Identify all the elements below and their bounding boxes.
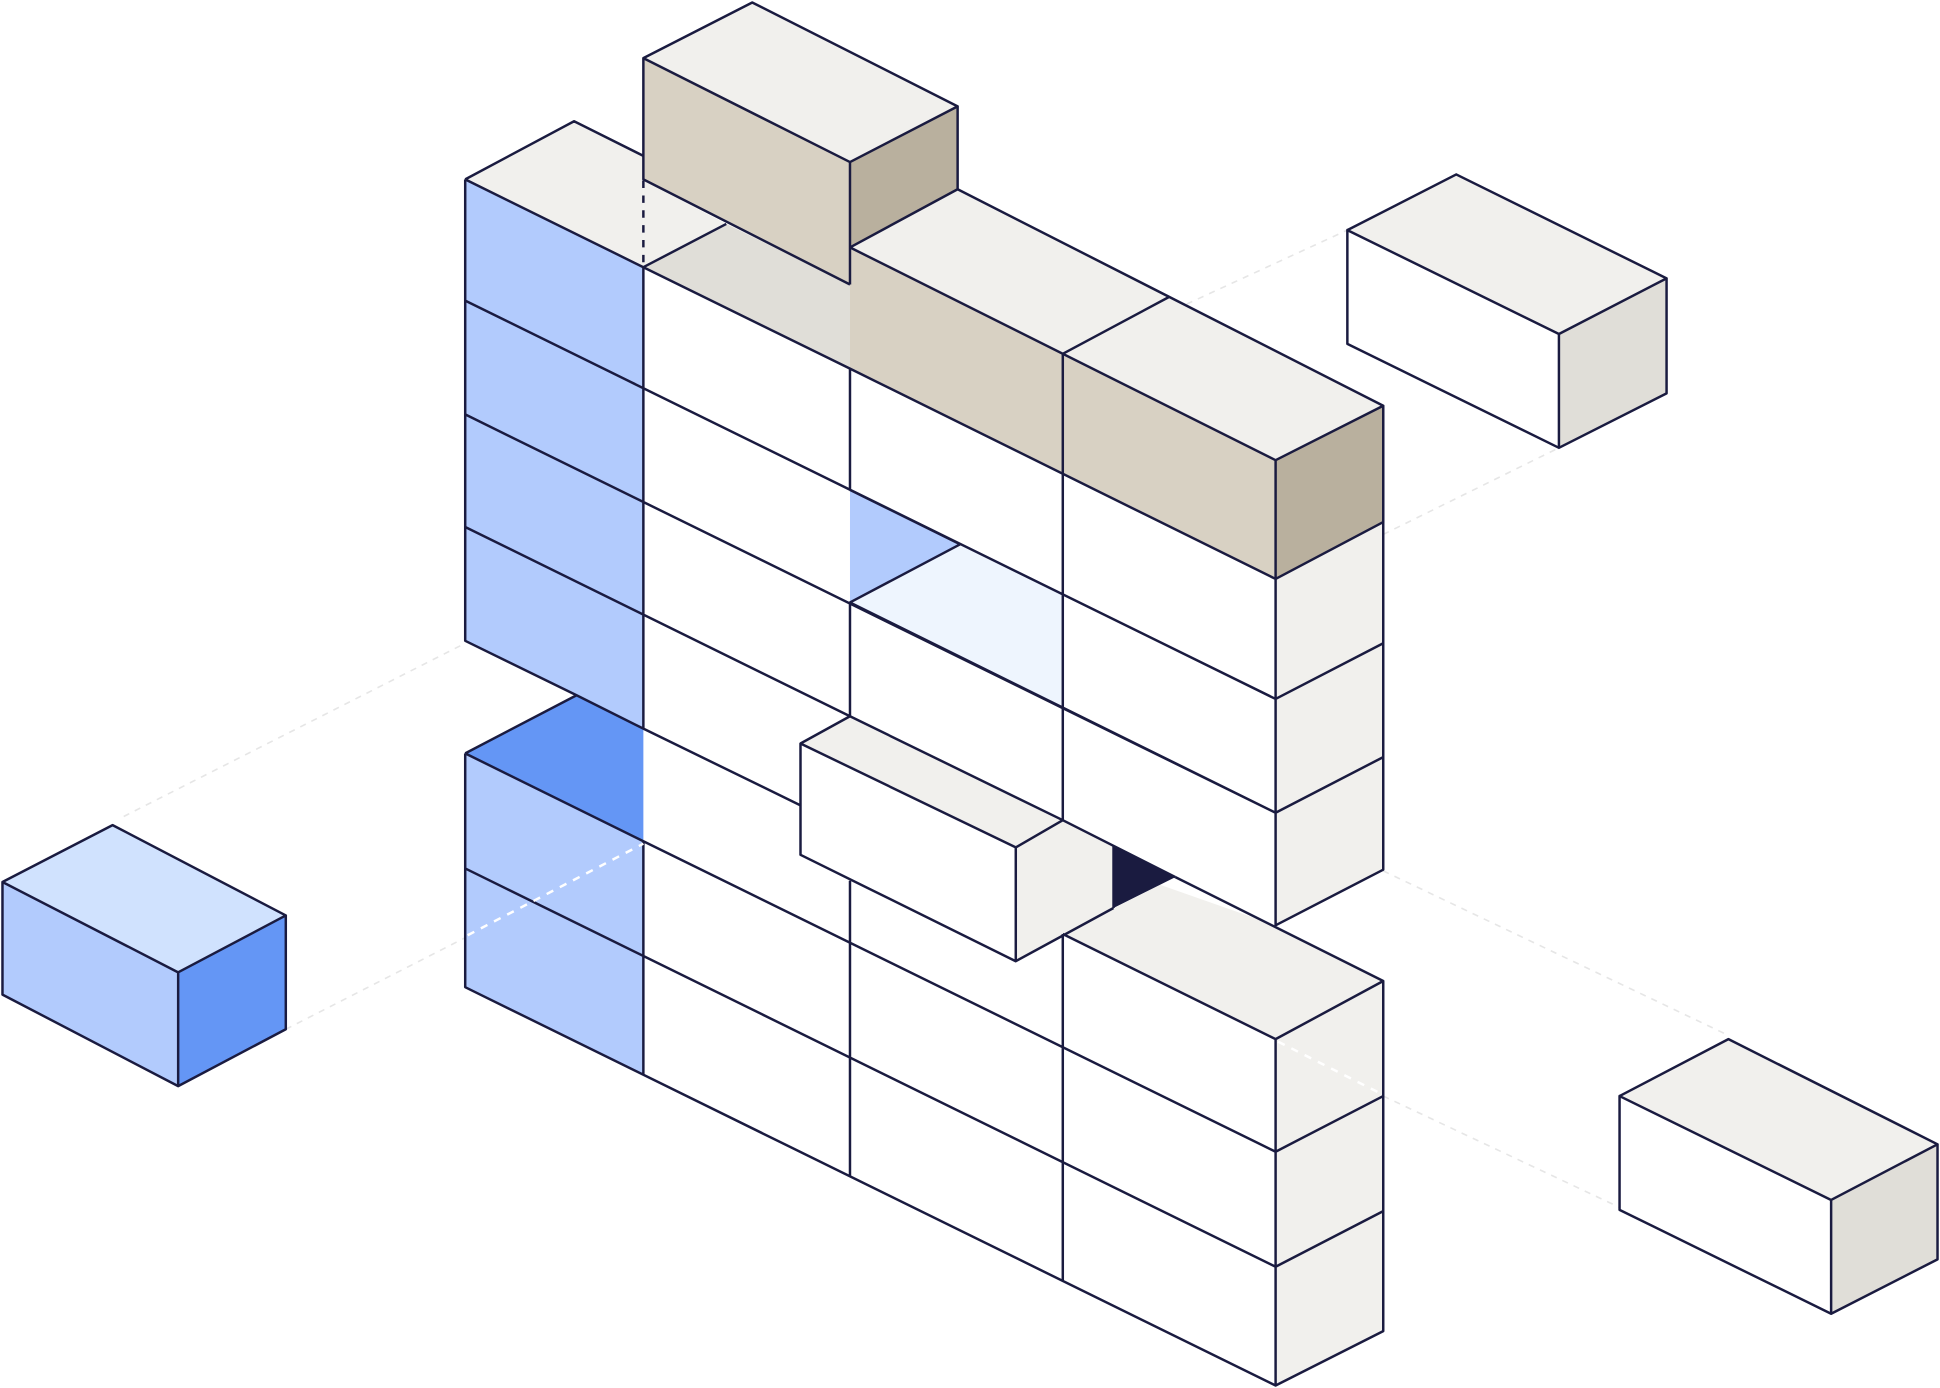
upper-grid-top-strip bbox=[643, 180, 727, 268]
lower-grid-blue-column bbox=[465, 753, 644, 1076]
protruding-center-block bbox=[800, 716, 1176, 962]
upper-grid-side-face bbox=[1275, 522, 1384, 926]
tan-block-a-top bbox=[643, 2, 958, 163]
recessed-cell-blue-wall bbox=[849, 489, 961, 603]
upper-grid-top-mid bbox=[643, 223, 850, 369]
guide-line-left-upper bbox=[123, 642, 466, 818]
detached-white-block-top-right bbox=[1347, 174, 1667, 448]
guide-line-right-low-b bbox=[1382, 1095, 1620, 1209]
upper-grid-blue-column bbox=[465, 179, 644, 729]
lower-block-grid bbox=[465, 695, 1384, 1386]
tan-row-outline bbox=[849, 188, 1385, 581]
white-block-b-top bbox=[1619, 1039, 1938, 1200]
guide-line-right-mid bbox=[1382, 447, 1560, 536]
detached-white-block-bottom-right bbox=[1619, 1039, 1938, 1314]
blue-block-top bbox=[2, 825, 286, 973]
upper-grid-top-left bbox=[465, 121, 644, 268]
projection-guides bbox=[123, 229, 1727, 1209]
lower-grid-front-face bbox=[465, 753, 1276, 1386]
white-block-a-top bbox=[1347, 174, 1667, 335]
pull-block-navy-gap bbox=[1113, 846, 1176, 909]
lower-grid-top-face-right bbox=[1062, 877, 1384, 1040]
lower-grid-side-face bbox=[1275, 981, 1384, 1386]
guide-line-right-low-a bbox=[1382, 870, 1727, 1035]
white-block-b-front bbox=[1619, 1096, 1832, 1314]
tan-block-a-front bbox=[643, 58, 850, 285]
pull-block-side bbox=[1015, 820, 1114, 962]
lower-grid-blue-top bbox=[465, 695, 644, 842]
recessed-cell-floor bbox=[849, 544, 1063, 708]
dashed-edge-lower-right bbox=[1277, 1040, 1382, 1095]
white-block-b-outline bbox=[1618, 1037, 1939, 1316]
raised-tan-block-top bbox=[643, 2, 958, 285]
guide-line-left-lower bbox=[285, 936, 466, 1030]
dashed-hidden-edges bbox=[467, 180, 1382, 1095]
tan-block-a-outline bbox=[642, 1, 959, 286]
pull-block-top bbox=[800, 716, 1063, 848]
white-block-a-outline bbox=[1346, 173, 1668, 450]
blue-block-front bbox=[2, 882, 179, 1087]
dashed-edge-lower-blue bbox=[467, 842, 644, 937]
tan-block-a-side bbox=[849, 106, 958, 248]
pull-block-front bbox=[800, 743, 1016, 962]
guide-line-right-top bbox=[1175, 229, 1348, 310]
upper-block-grid bbox=[465, 121, 1384, 926]
lower-grid-outline bbox=[463, 694, 1385, 1387]
blue-block-outline bbox=[1, 823, 288, 1088]
white-block-a-front bbox=[1347, 230, 1559, 448]
pull-block-outline bbox=[799, 715, 1176, 963]
